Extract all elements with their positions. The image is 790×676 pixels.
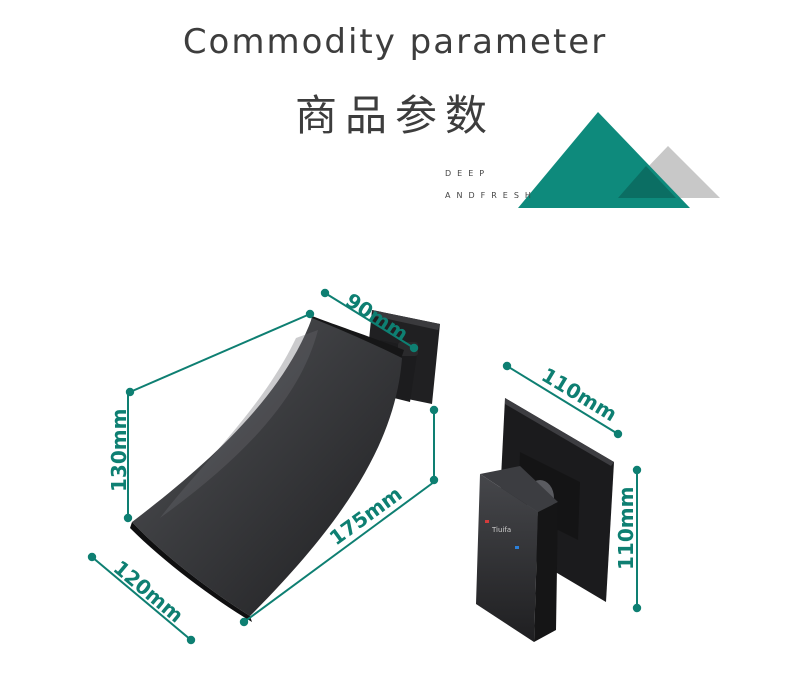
dimension-endpoint [632,603,642,613]
dimension-endpoint [502,361,512,371]
dimension-endpoint [632,465,642,475]
dimension-endpoint [186,635,196,645]
dimension-endpoint [305,309,315,319]
dimension-line-spout-top [129,313,311,393]
title-english: Commodity parameter [182,22,608,62]
waterfall-spout-illustration [130,310,440,622]
label-spout-height: 130mm [107,409,131,492]
dimension-endpoint [320,288,330,298]
tagline-deep: DEEP [445,169,491,178]
dimension-endpoint [239,617,249,627]
dimension-endpoint [123,513,133,523]
tagline-fresh: ANDFRESH [445,191,537,200]
title-chinese: 商品参数 [294,91,495,140]
dimension-endpoint [409,343,419,353]
dimension-endpoint [613,429,623,439]
dimension-endpoint [87,552,97,562]
cold-indicator-icon [515,546,519,549]
dimension-line-spout-length [243,481,435,623]
dimension-line-spout-depth [324,292,415,349]
mixer-valve-illustration: Tiuifa [476,398,614,642]
dimension-line-valve-width [506,365,619,435]
brand-mark: Tiuifa [491,526,511,534]
hot-indicator-icon [485,520,489,523]
dimension-endpoint [429,405,439,415]
label-valve-height: 110mm [614,487,638,570]
label-valve-width: 110mm [537,363,621,427]
dimension-line-spout-width [91,556,192,641]
overlap-triangle-decor [618,166,676,198]
